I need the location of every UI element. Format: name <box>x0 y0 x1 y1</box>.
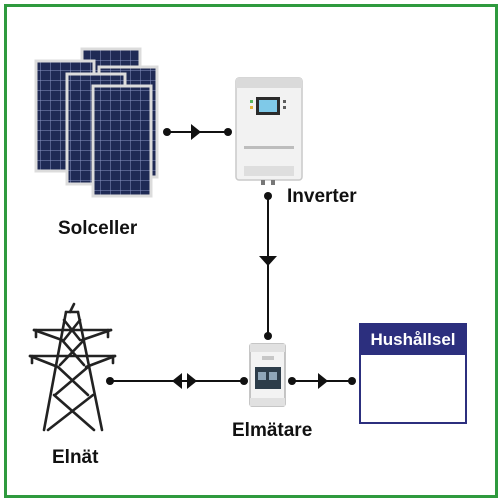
inverter-icon <box>235 77 303 185</box>
solar-panel-icon <box>34 47 159 198</box>
connector-inverter-meter <box>259 192 277 340</box>
green-frame <box>4 4 498 498</box>
inverter-label: Inverter <box>287 186 357 207</box>
household-box: Hushållsel <box>359 323 467 424</box>
household-label: Hushållsel <box>361 325 465 355</box>
connector-meter-household <box>288 373 356 389</box>
connector-solar-inverter <box>163 124 232 140</box>
power-pylon-icon <box>28 302 117 432</box>
electricity-meter-icon <box>249 343 286 407</box>
grid-label: Elnät <box>52 447 99 468</box>
meter-label: Elmätare <box>232 420 313 441</box>
connector-grid-meter <box>106 373 248 389</box>
solar-label: Solceller <box>58 218 138 239</box>
